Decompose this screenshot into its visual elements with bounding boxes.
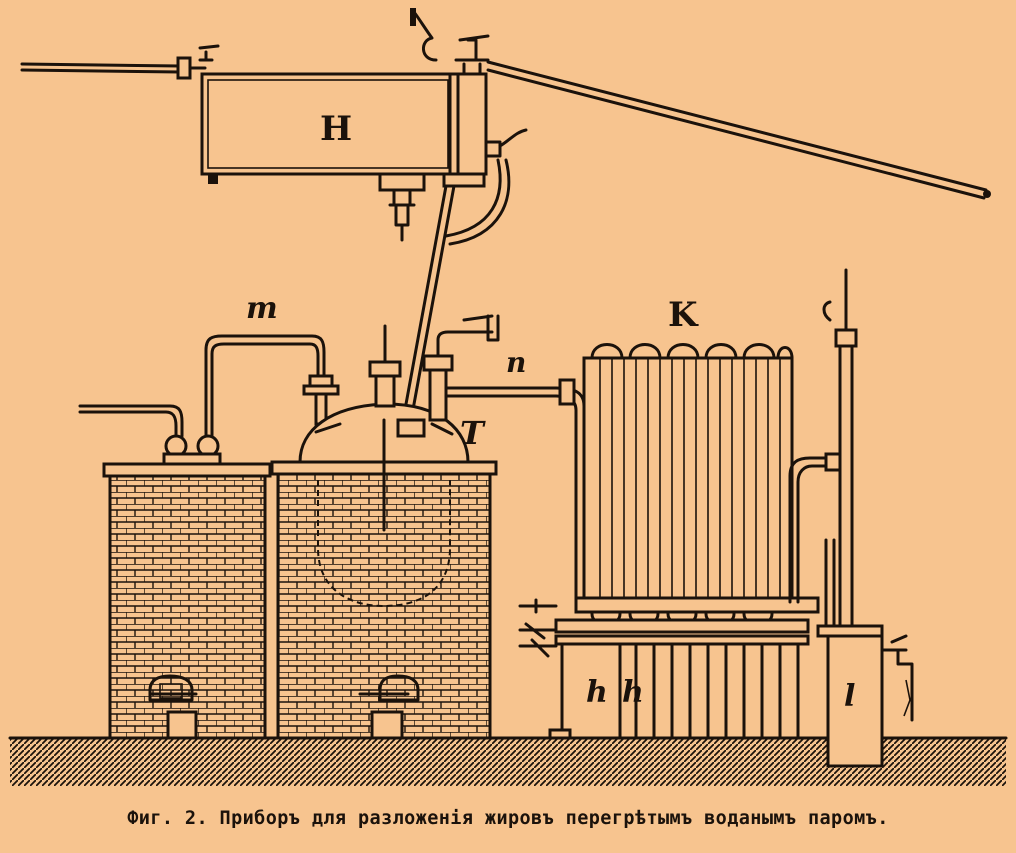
pipe-h-to-t — [402, 158, 511, 417]
figure-caption: Фиг. 2. Приборъ для разложенія жировъ пе… — [127, 808, 889, 829]
tank-h: H — [20, 8, 528, 242]
condenser-k: K — [518, 295, 820, 658]
label-n: n — [506, 346, 526, 379]
label-k: K — [668, 295, 699, 335]
label-h-right: h — [622, 675, 644, 710]
label-m: m — [246, 291, 278, 326]
label-h: H — [320, 109, 352, 149]
condenser-legs: h h — [548, 642, 800, 740]
receiver-l: l — [788, 268, 914, 768]
label-h-left: h — [586, 675, 608, 710]
vapor-pipe — [486, 60, 991, 200]
label-t: T — [460, 414, 486, 452]
label-l: l — [844, 679, 855, 714]
pipe-m: m — [204, 291, 340, 438]
furnace-left — [78, 404, 272, 740]
condenser-tubes — [599, 358, 781, 602]
furnace-right-vessel-t: T n — [270, 314, 558, 740]
